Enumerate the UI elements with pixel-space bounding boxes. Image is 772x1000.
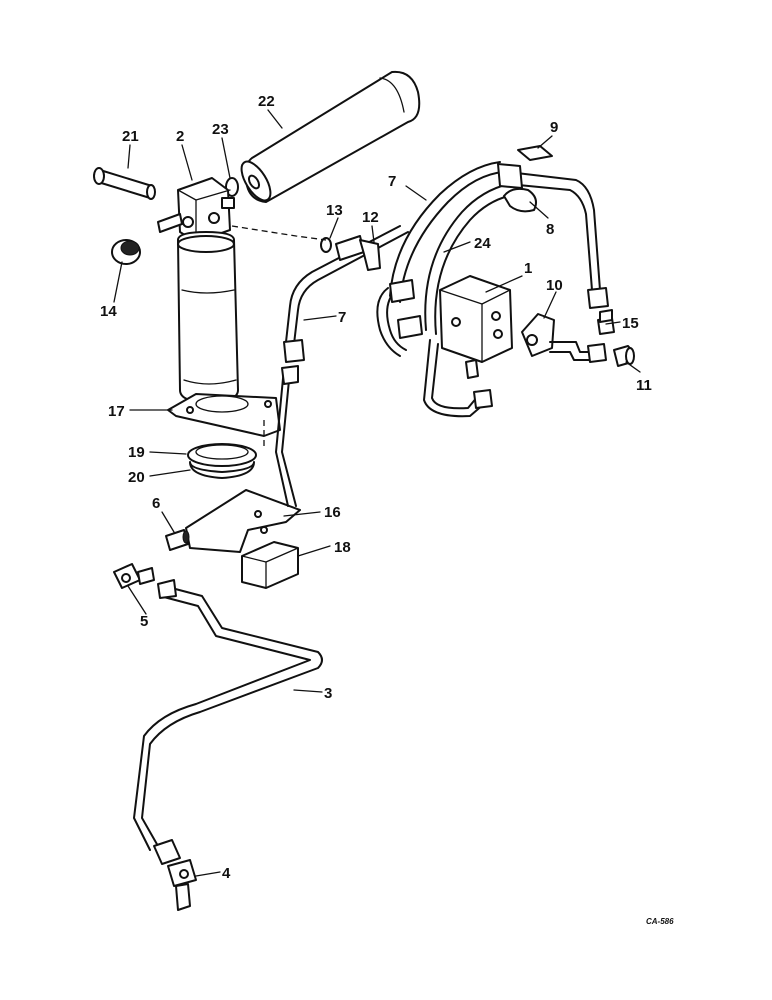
part-5-elbow xyxy=(113,563,155,589)
hose-loop-left xyxy=(376,279,423,357)
callout-22: 22 xyxy=(258,93,275,110)
part-16-bracket xyxy=(185,489,301,553)
callouts: 21 2 23 22 13 12 7 24 1 10 15 11 9 8 7 1… xyxy=(100,93,674,926)
callout-2: 2 xyxy=(176,128,184,145)
part-14-knob xyxy=(111,239,141,265)
callout-1: 1 xyxy=(524,260,532,277)
callout-11: 11 xyxy=(636,377,652,394)
part-18-block xyxy=(241,541,299,589)
callout-10: 10 xyxy=(546,277,563,294)
part-21-pin xyxy=(93,167,156,200)
drawing-code: CA-586 xyxy=(646,917,674,926)
part-19-20-rings xyxy=(187,443,257,479)
part-6-fitting xyxy=(165,529,190,551)
callout-7-lower: 7 xyxy=(338,309,346,326)
part-8-clamp xyxy=(503,187,537,213)
callout-12: 12 xyxy=(362,209,379,226)
part-1-valve xyxy=(439,275,513,379)
callout-8: 8 xyxy=(546,221,554,238)
part-10-elbow xyxy=(521,313,607,363)
callout-20: 20 xyxy=(128,469,145,486)
callout-16: 16 xyxy=(324,504,341,521)
alignment-line xyxy=(231,225,327,241)
callout-5: 5 xyxy=(140,613,148,630)
valve-return-tube xyxy=(423,339,493,418)
part-11-cap xyxy=(613,345,635,367)
callout-24: 24 xyxy=(474,235,491,252)
callout-7-upper: 7 xyxy=(388,173,396,190)
part-7-tube-left xyxy=(275,225,409,507)
callout-6: 6 xyxy=(152,495,160,512)
part-4-fitting xyxy=(153,839,197,911)
callout-23: 23 xyxy=(212,121,229,138)
callout-3: 3 xyxy=(324,685,332,702)
part-3-tube xyxy=(133,579,323,851)
part-9-clip xyxy=(517,145,553,161)
callout-18: 18 xyxy=(334,539,351,556)
part-2-filter-head xyxy=(157,177,235,243)
callout-21: 21 xyxy=(122,128,139,145)
callout-17: 17 xyxy=(108,403,125,420)
part-7-24-hoses xyxy=(389,161,609,335)
callout-14: 14 xyxy=(100,303,117,320)
part-13-o-ring xyxy=(320,237,332,253)
part-17-base-plate xyxy=(167,393,281,437)
leader-lines xyxy=(113,109,641,877)
callout-4: 4 xyxy=(222,865,231,882)
callout-13: 13 xyxy=(326,202,343,219)
filter-body xyxy=(177,231,239,403)
callout-9: 9 xyxy=(550,119,558,136)
callout-15: 15 xyxy=(622,315,639,332)
callout-19: 19 xyxy=(128,444,145,461)
part-22-canister xyxy=(240,70,421,203)
part-12-elbow xyxy=(335,235,381,271)
part-15-fitting xyxy=(597,309,615,335)
